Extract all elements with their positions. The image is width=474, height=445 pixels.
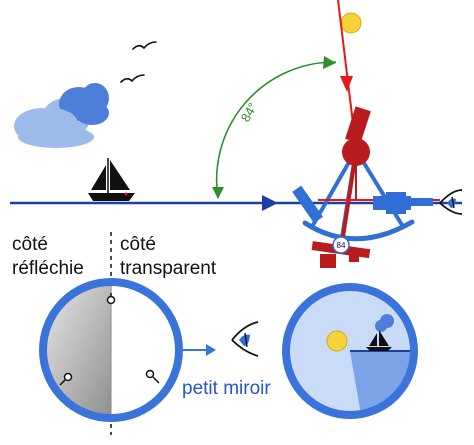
view-arrow-head bbox=[206, 344, 216, 356]
sextant-index-arm bbox=[339, 106, 371, 251]
mirror-screw-right bbox=[145, 369, 155, 379]
mirror-detail bbox=[39, 278, 183, 422]
mirror-screw-top bbox=[106, 295, 116, 305]
clouds bbox=[14, 83, 109, 148]
eye-icon bbox=[439, 189, 463, 215]
sun-icon bbox=[340, 12, 362, 34]
bird-2 bbox=[120, 74, 145, 83]
bird-1 bbox=[132, 41, 157, 50]
view-sailboat bbox=[366, 330, 392, 351]
sextant-handle: 84 bbox=[311, 236, 371, 268]
sailboat bbox=[88, 158, 135, 201]
small-mirror-label: petit miroir bbox=[182, 378, 271, 399]
view-sun-icon bbox=[326, 330, 348, 352]
birds bbox=[120, 41, 157, 83]
angle-arc-arrow-bottom bbox=[212, 187, 224, 199]
mirror-screw-left bbox=[63, 372, 73, 382]
reflective-side-label-line1: côté bbox=[12, 234, 48, 255]
angle-arc-arrow-top bbox=[323, 56, 336, 69]
transparent-side-label-line1: côté bbox=[120, 234, 156, 255]
angle-label: 84° bbox=[238, 100, 261, 125]
transparent-side-label-line2: transparent bbox=[120, 258, 217, 279]
horizon-mirror bbox=[292, 185, 323, 224]
small-eye-icon bbox=[231, 321, 259, 357]
angle-arc bbox=[215, 61, 337, 199]
telescope bbox=[373, 192, 433, 214]
horizon-arrow bbox=[262, 195, 278, 211]
index-readout: 84 bbox=[337, 241, 346, 250]
reflective-side-label-line2: réfléchie bbox=[12, 258, 84, 279]
sun-ray-arrow bbox=[340, 76, 353, 92]
telescope-view bbox=[282, 283, 418, 419]
